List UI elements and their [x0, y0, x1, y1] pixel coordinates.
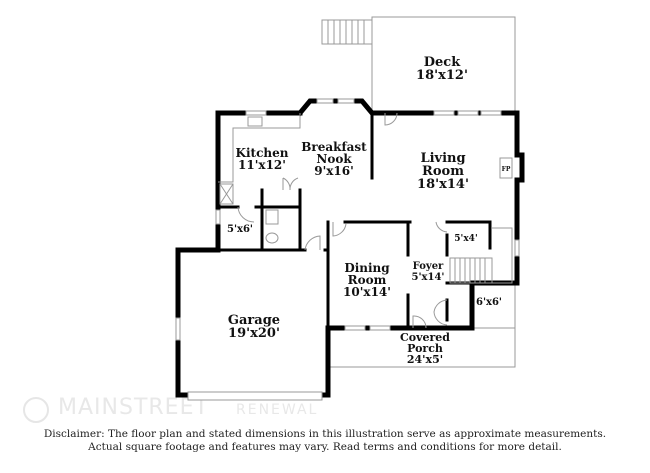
fireplace-label: FP [502, 166, 511, 173]
logo-icon [23, 397, 49, 423]
door-swings[interactable] [237, 112, 448, 329]
bathroom-fixtures [265, 209, 279, 244]
watermark-subtext: RENEWAL [236, 402, 319, 418]
deck-stairs [321, 19, 373, 45]
deck-name: Deck [424, 55, 461, 70]
nook-name-2: Nook [316, 152, 352, 166]
dining-dim: 10'x14' [343, 285, 391, 299]
foyer-name: Foyer [413, 261, 444, 272]
foyer-dim: 5'x14' [412, 272, 445, 283]
dining-name-1: Dining [344, 261, 390, 275]
garage-door[interactable] [187, 391, 323, 401]
closet-dim: 5'x4' [454, 234, 477, 244]
watermark-text: MAINSTREET [58, 395, 209, 420]
windows [175, 98, 520, 401]
interior-walls [216, 111, 492, 330]
living-dim: 18'x14' [417, 177, 469, 192]
disclaimer-line-1: Disclaimer: The floor plan and stated di… [43, 428, 607, 440]
nook-dim: 9'x16' [314, 164, 354, 178]
garage-name: Garage [228, 313, 280, 328]
kitchen-name: Kitchen [236, 146, 289, 160]
interior-stairs [449, 227, 513, 284]
kitchen-counter [218, 113, 301, 205]
deck-dim: 18'x12' [416, 68, 468, 83]
laundry-dim: 5'x6' [227, 224, 253, 235]
office-dim: 6'x6' [476, 297, 502, 308]
disclaimer: Disclaimer: The floor plan and stated di… [0, 428, 650, 454]
kitchen-dim: 11'x12' [238, 158, 286, 172]
garage-dim: 19'x20' [228, 326, 280, 341]
nook-name-1: Breakfast [301, 140, 367, 154]
disclaimer-line-2: Actual square footage and features may v… [88, 441, 562, 453]
dining-name-2: Room [348, 273, 387, 287]
porch-name-1: Covered [400, 331, 450, 344]
fireplace [499, 157, 513, 179]
living-name-1: Living [420, 151, 465, 166]
room-labels: Deck 18'x12' Kitchen 11'x12' Breakfast N… [227, 55, 502, 366]
porch-name-2: Porch [407, 342, 443, 355]
living-name-2: Room [422, 164, 464, 179]
porch-dim: 24'x5' [407, 353, 443, 366]
